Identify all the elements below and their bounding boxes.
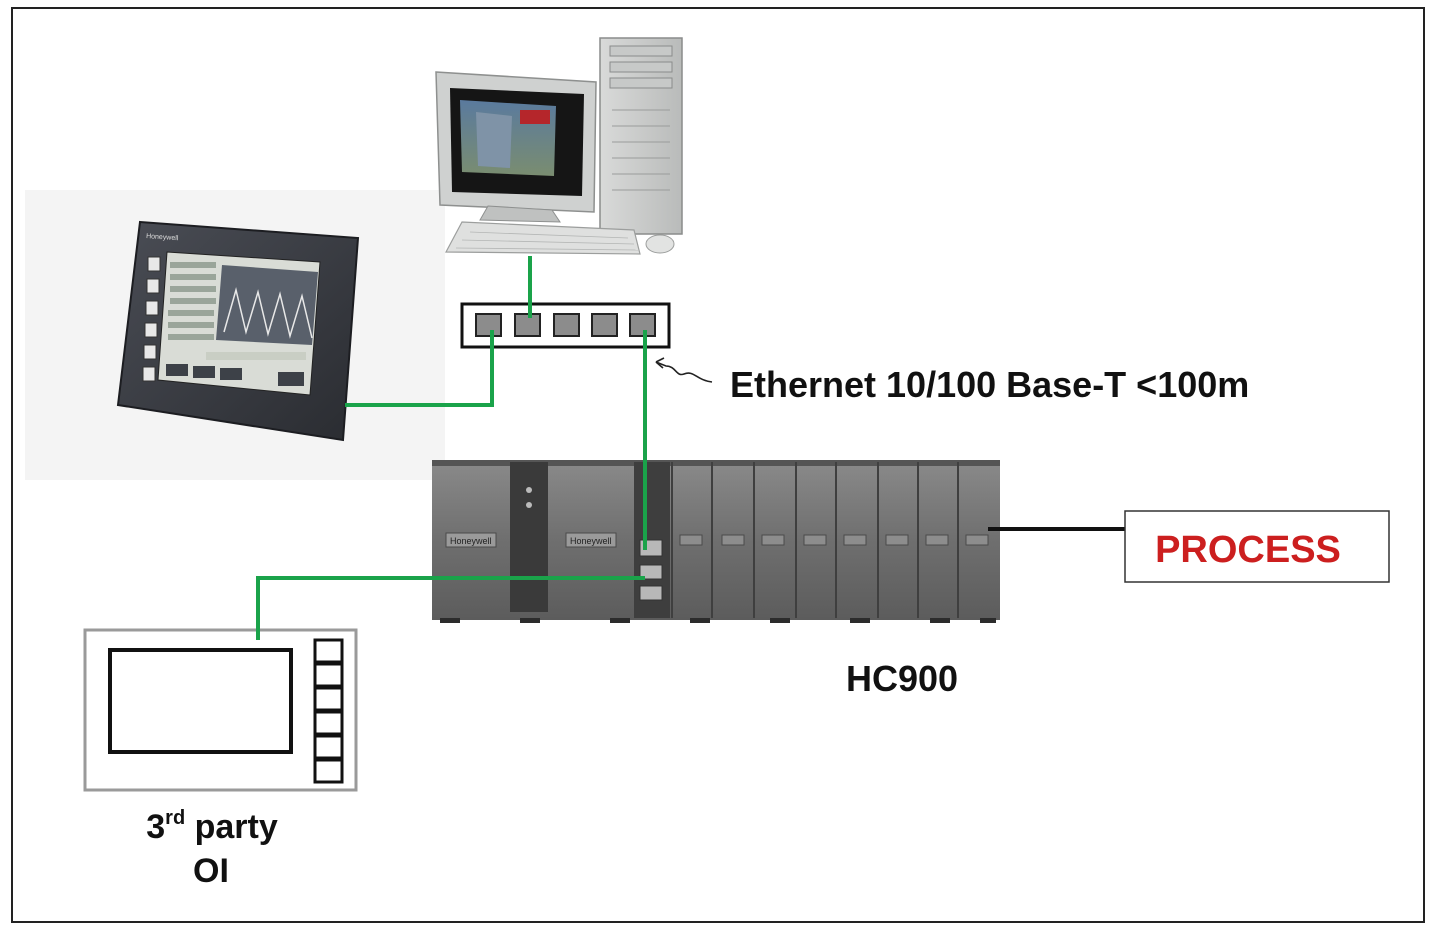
controller-label: HC900 <box>846 658 958 699</box>
hmi-side-buttons <box>142 256 161 382</box>
switch-port-4 <box>591 313 618 337</box>
rack-module-label-b: Honeywell <box>570 536 612 546</box>
network-cables <box>256 256 647 640</box>
touchscreen-hmi-icon: Honeywell <box>25 190 445 480</box>
callout-pointer <box>655 361 713 383</box>
oi-label-line2: OI <box>193 852 229 890</box>
switch-port-2 <box>514 313 541 337</box>
pc-mouse <box>645 234 675 254</box>
ethernet-label: Ethernet 10/100 Base-T <100m <box>730 364 1249 405</box>
oi-label-num: 3 <box>146 808 165 846</box>
oi-label-sup: rd <box>165 807 185 829</box>
oi-label-line1: 3rd party <box>146 807 278 846</box>
hmi-brand-text: Honeywell <box>146 233 179 242</box>
desktop-pc-icon <box>435 37 683 255</box>
rack-power-supply <box>510 462 548 612</box>
oi-label-rest: party <box>185 808 278 846</box>
switch-port-5 <box>629 313 656 337</box>
process-box <box>1124 510 1390 583</box>
switch-port-1 <box>475 313 502 337</box>
oi-side-buttons <box>313 638 344 784</box>
pc-keyboard <box>445 221 641 255</box>
switch-port-3 <box>553 313 580 337</box>
cable-hmi-to-switch <box>345 330 494 407</box>
rack-module-label-a: Honeywell <box>450 536 492 546</box>
oi-screen <box>108 648 293 754</box>
hc900-rack-icon: Honeywell Honeywell <box>432 460 1000 623</box>
ethernet-switch-icon <box>460 302 671 349</box>
process-label: PROCESS <box>1155 529 1341 571</box>
cable-hc900-to-oi <box>256 576 645 640</box>
operator-interface-icon <box>83 628 358 792</box>
